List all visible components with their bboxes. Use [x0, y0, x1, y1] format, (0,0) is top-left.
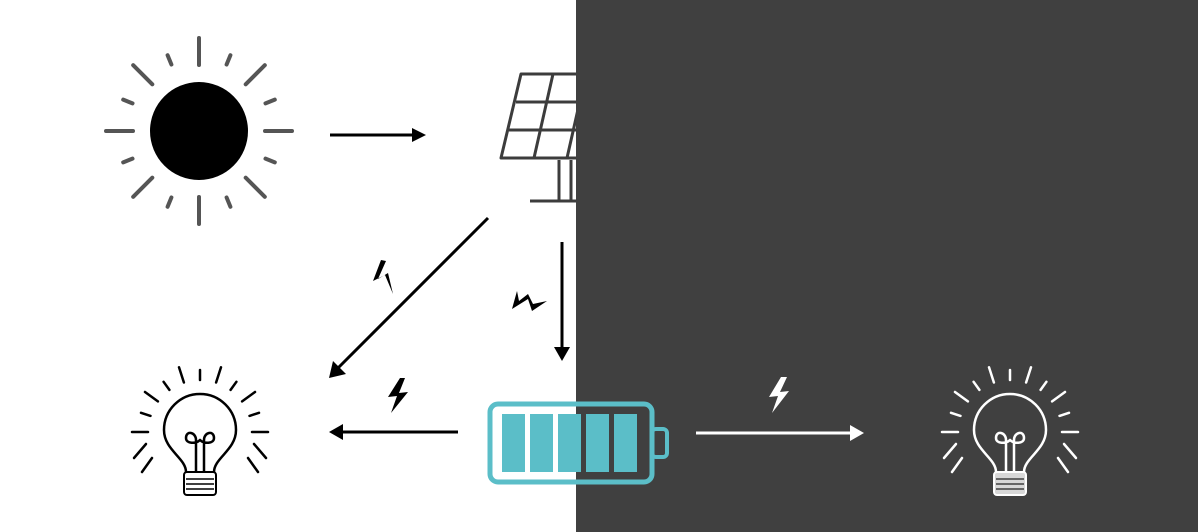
- battery-icon: [487, 401, 669, 485]
- lightning-icon: [388, 378, 408, 413]
- solar-panel-icon: [499, 72, 576, 203]
- arrow-panel-to-battery: [554, 242, 570, 361]
- lightning-icon: [512, 291, 547, 311]
- battery-cell: [502, 414, 525, 472]
- battery-cell: [530, 414, 553, 472]
- night-background: [576, 0, 1198, 532]
- battery-cell: [614, 414, 637, 472]
- arrow-sun-to-panel: [330, 128, 426, 142]
- lightning-icon: [769, 377, 789, 413]
- arrow-battery-to-night-bulb: [696, 425, 864, 441]
- battery-cell: [558, 414, 581, 472]
- night-light-bulb-icon: [940, 366, 1080, 496]
- day-background: [0, 0, 576, 532]
- arrow-battery-to-day-bulb: [329, 424, 458, 440]
- arrow-panel-to-day-bulb: [329, 216, 490, 378]
- lightning-icon: [373, 260, 393, 294]
- sun-icon: [104, 36, 294, 226]
- day-light-bulb-icon: [130, 366, 270, 496]
- battery-cell: [586, 414, 609, 472]
